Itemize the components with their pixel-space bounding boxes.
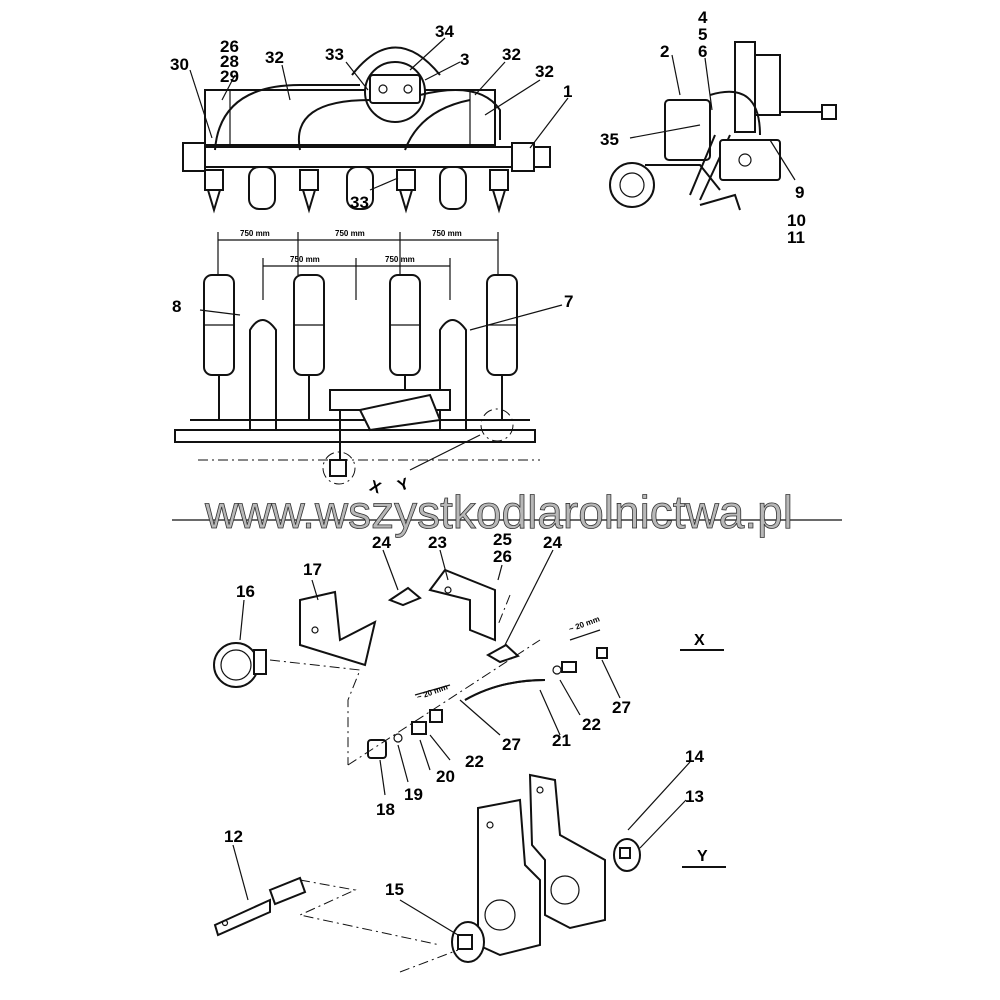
callout-20: 20	[436, 767, 455, 786]
callout-28: 28	[220, 52, 239, 71]
callout-22: 22	[465, 752, 484, 771]
callout-32: 32	[265, 48, 284, 67]
callout-17: 17	[303, 560, 322, 579]
callout-3: 3	[460, 50, 469, 69]
callout-24: 24	[543, 533, 562, 552]
dimension-label: 750 mm	[385, 255, 415, 264]
callout-35: 35	[600, 130, 619, 149]
callout-8: 8	[172, 297, 181, 316]
watermark: www.wszystkodlarolnictwa.pl	[204, 486, 793, 538]
callout-18: 18	[376, 800, 395, 819]
detail-x-parts	[213, 549, 724, 796]
detail-y-parts	[213, 761, 726, 973]
callout-23: 23	[428, 533, 447, 552]
callout-1: 1	[563, 82, 572, 101]
callout-4: 4	[698, 8, 708, 27]
dimension-label: 750 mm	[240, 229, 270, 238]
top-boom-assembly	[182, 37, 569, 214]
callout-10: 10	[787, 211, 806, 230]
callout-14: 14	[685, 747, 704, 766]
callout-25: 25	[493, 530, 512, 549]
callout-34: 34	[435, 22, 454, 41]
callout-27: 27	[502, 735, 521, 754]
callout-13: 13	[685, 787, 704, 806]
top-callouts: 30 26 28 29 32 33 34 3 32 32 1 33	[170, 22, 572, 212]
front-view-assembly	[174, 274, 563, 485]
dimension-label: 750 mm	[290, 255, 320, 264]
callout-15: 15	[385, 880, 404, 899]
callout-16: 16	[236, 582, 255, 601]
callout-30: 30	[170, 55, 189, 74]
callout-19: 19	[404, 785, 423, 804]
callout-33: 33	[350, 193, 369, 212]
callout-12: 12	[224, 827, 243, 846]
section-label-x: X	[694, 632, 705, 649]
callout-24: 24	[372, 533, 391, 552]
callout-22: 22	[582, 715, 601, 734]
callout-29: 29	[220, 67, 239, 86]
callout-6: 6	[698, 42, 707, 61]
detail-x-text: ~ 20 mm ~ 20 mm 24 23 25 26 24 16 17 27 …	[236, 530, 705, 819]
dimension-label: 750 mm	[432, 229, 462, 238]
callout-9: 9	[795, 183, 804, 202]
detail-y-text: 14 13 12 15 Y	[224, 747, 708, 899]
top-nozzles	[204, 169, 509, 214]
callout-26: 26	[220, 37, 239, 56]
side-callouts: 4 5 6 2 35 9 10 11	[600, 8, 806, 247]
callout-32: 32	[502, 45, 521, 64]
callout-33: 33	[325, 45, 344, 64]
callout-32: 32	[535, 62, 554, 81]
callout-7: 7	[564, 292, 573, 311]
callout-2: 2	[660, 42, 669, 61]
section-label-y: Y	[697, 848, 708, 865]
callout-26: 26	[493, 547, 512, 566]
dimension-label: ~ 20 mm	[416, 682, 449, 701]
callout-11: 11	[787, 228, 805, 247]
callout-21: 21	[552, 731, 571, 750]
dimension-label: 750 mm	[335, 229, 365, 238]
spacing-dimensions: 750 mm 750 mm 750 mm 750 mm 750 mm	[217, 229, 499, 300]
side-view-assembly	[609, 41, 837, 211]
callout-27: 27	[612, 698, 631, 717]
callout-5: 5	[698, 25, 707, 44]
